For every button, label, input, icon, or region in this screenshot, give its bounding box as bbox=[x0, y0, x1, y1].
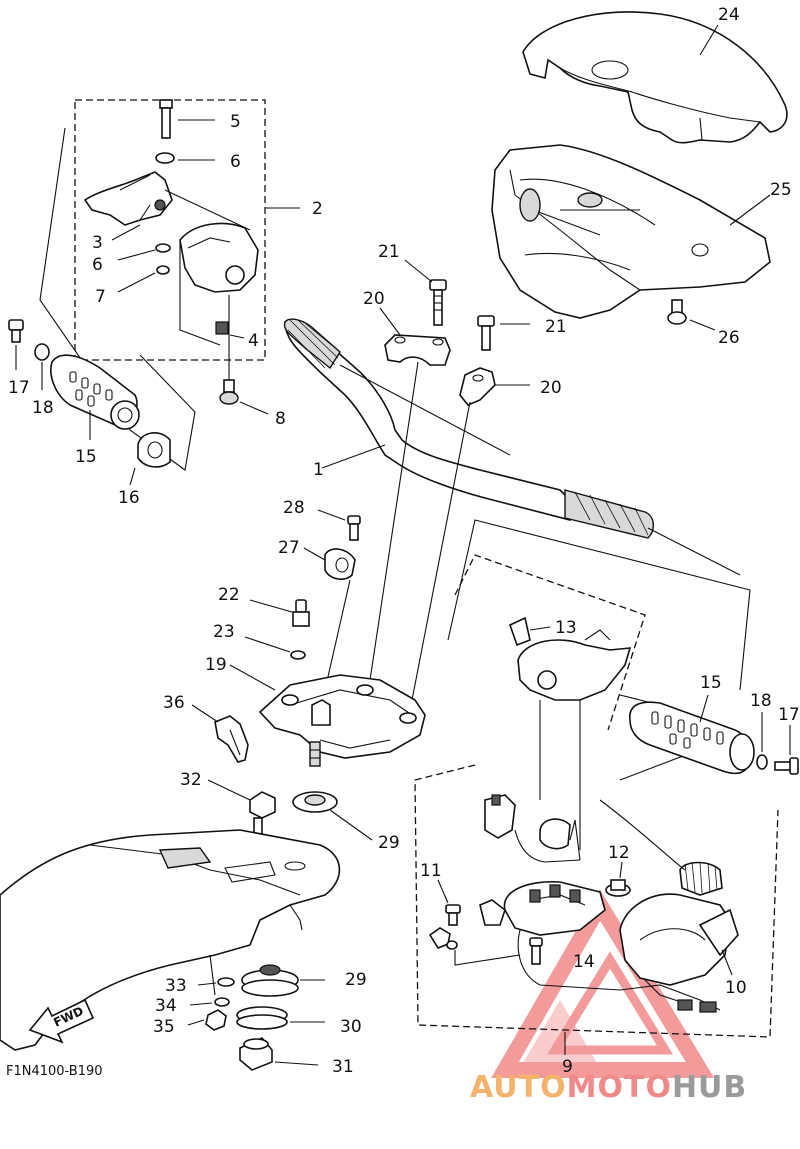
label-21a: 21 bbox=[378, 242, 400, 262]
label-6a: 6 bbox=[230, 152, 241, 172]
label-20b: 20 bbox=[540, 378, 562, 398]
screw-12 bbox=[605, 879, 631, 897]
label-28: 28 bbox=[283, 498, 305, 518]
washer-6a bbox=[155, 152, 175, 164]
washer-30 bbox=[236, 1006, 288, 1030]
label-10: 10 bbox=[725, 978, 747, 998]
label-29b: 29 bbox=[345, 970, 367, 990]
watermark-logo: AUTOMOTOHUB bbox=[470, 1070, 747, 1105]
clip-36 bbox=[214, 715, 249, 763]
label-19: 19 bbox=[205, 655, 227, 675]
label-15a: 15 bbox=[75, 447, 97, 467]
watermark-part1: AUTO bbox=[470, 1070, 567, 1105]
label-26: 26 bbox=[718, 328, 740, 348]
switch-assembly-boundary bbox=[74, 99, 266, 361]
screw-4 bbox=[215, 321, 229, 335]
label-24: 24 bbox=[718, 5, 740, 25]
label-13: 13 bbox=[555, 618, 577, 638]
washer-18-right bbox=[756, 754, 768, 770]
diagram-code: F1N4100-B190 bbox=[6, 1064, 103, 1079]
label-20a: 20 bbox=[363, 289, 385, 309]
clamp-20-upper bbox=[384, 334, 451, 366]
label-30: 30 bbox=[340, 1017, 362, 1037]
fitting-22 bbox=[292, 599, 310, 627]
nut-31 bbox=[239, 1037, 273, 1071]
label-31: 31 bbox=[332, 1057, 354, 1077]
label-15b: 15 bbox=[700, 673, 722, 693]
label-4: 4 bbox=[248, 331, 259, 351]
nut-35 bbox=[205, 1009, 227, 1031]
screw-17-right bbox=[774, 757, 799, 775]
watermark-triangle bbox=[491, 889, 715, 1078]
label-16: 16 bbox=[118, 488, 140, 508]
watermark-part2: MOTO bbox=[567, 1070, 672, 1105]
handlebar-cover-top bbox=[522, 11, 788, 144]
bolt-5 bbox=[159, 99, 173, 139]
label-18b: 18 bbox=[750, 691, 772, 711]
switch-housing-right bbox=[509, 616, 632, 701]
label-22: 22 bbox=[218, 585, 240, 605]
label-8: 8 bbox=[275, 409, 286, 429]
throttle-switch-10 bbox=[599, 799, 739, 986]
throttle-lever bbox=[83, 171, 173, 226]
label-34: 34 bbox=[155, 996, 177, 1016]
screw-26 bbox=[667, 299, 687, 325]
label-2: 2 bbox=[312, 199, 323, 219]
label-14: 14 bbox=[573, 952, 595, 972]
switch-box-upper bbox=[454, 554, 646, 731]
grip-15-right bbox=[629, 701, 755, 775]
washer-23 bbox=[290, 650, 306, 660]
label-1: 1 bbox=[313, 460, 324, 480]
label-29a: 29 bbox=[378, 833, 400, 853]
label-11: 11 bbox=[420, 861, 442, 881]
clamp-20-lower bbox=[459, 367, 496, 406]
label-3: 3 bbox=[92, 233, 103, 253]
handlebar bbox=[283, 318, 741, 576]
screw-14 bbox=[529, 937, 543, 965]
collar-16 bbox=[137, 432, 171, 468]
label-17b: 17 bbox=[778, 705, 800, 725]
label-18a: 18 bbox=[32, 398, 54, 418]
label-5: 5 bbox=[230, 112, 241, 132]
bushing-27 bbox=[324, 548, 356, 580]
grommet-29-lower bbox=[241, 964, 299, 997]
label-12: 12 bbox=[608, 843, 630, 863]
label-7: 7 bbox=[95, 287, 106, 307]
hull-deck bbox=[0, 829, 341, 1051]
washer-34 bbox=[214, 997, 230, 1007]
label-32: 32 bbox=[180, 770, 202, 790]
handlebar-cover-bottom bbox=[491, 144, 771, 319]
screw-28 bbox=[347, 515, 361, 541]
washer-18-left bbox=[34, 343, 50, 361]
label-25: 25 bbox=[770, 180, 792, 200]
steering-base-19 bbox=[258, 674, 426, 767]
bolt-21-upper bbox=[429, 279, 447, 326]
label-9: 9 bbox=[562, 1057, 573, 1077]
fitting-32 bbox=[249, 791, 276, 839]
label-33: 33 bbox=[165, 976, 187, 996]
label-27: 27 bbox=[278, 538, 300, 558]
screw-17-left bbox=[8, 319, 24, 343]
grommet-29-upper bbox=[292, 791, 338, 813]
grip-15-left bbox=[50, 354, 140, 430]
label-35: 35 bbox=[153, 1017, 175, 1037]
throttle-housing bbox=[164, 189, 259, 346]
screw-11 bbox=[428, 904, 461, 950]
wiring-harness bbox=[479, 794, 721, 1013]
washer-33 bbox=[217, 977, 235, 987]
grip-right-boundary bbox=[447, 519, 751, 691]
screw-8 bbox=[219, 295, 239, 405]
svg-text:AUTOMOTOHUB: AUTOMOTOHUB bbox=[470, 1070, 747, 1105]
label-21b: 21 bbox=[545, 317, 567, 337]
watermark-part3: HUB bbox=[672, 1070, 747, 1105]
bolt-21-lower bbox=[477, 315, 495, 351]
label-6b: 6 bbox=[92, 255, 103, 275]
label-17a: 17 bbox=[8, 378, 30, 398]
label-23: 23 bbox=[213, 622, 235, 642]
washer-6b bbox=[155, 243, 171, 253]
label-36: 36 bbox=[163, 693, 185, 713]
clip-7 bbox=[156, 265, 170, 275]
